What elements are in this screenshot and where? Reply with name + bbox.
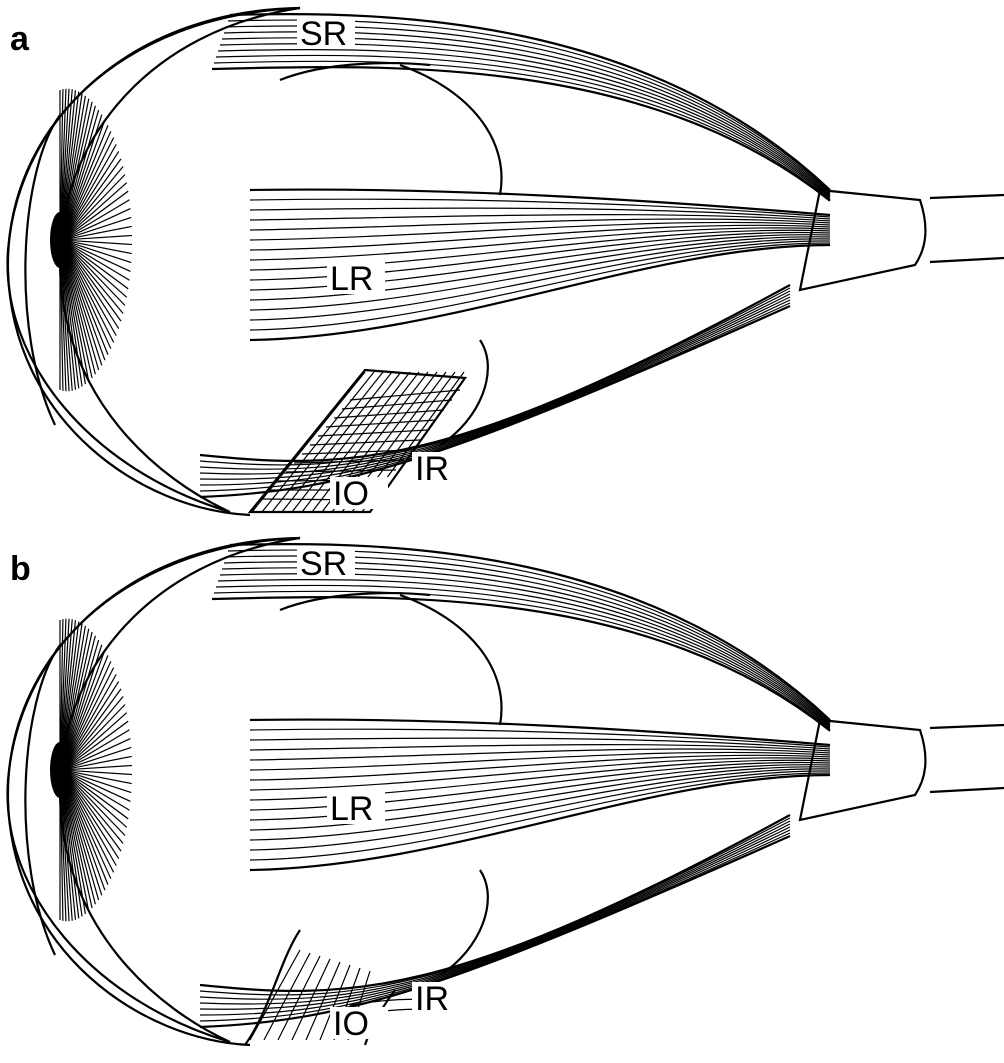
globe-posterior-arc bbox=[399, 593, 503, 726]
globe-lower-arc bbox=[439, 339, 489, 446]
optic-nerve bbox=[929, 723, 1004, 794]
superior-rectus-muscle bbox=[211, 542, 831, 732]
io-label: IO bbox=[333, 1005, 369, 1043]
pupil bbox=[50, 742, 70, 798]
eyeball-edge bbox=[6, 536, 301, 1047]
annulus-of-zinn bbox=[798, 718, 927, 822]
inferior-rectus-muscle bbox=[199, 814, 791, 1029]
panel-label: b bbox=[10, 550, 31, 588]
panel-label: a bbox=[10, 20, 30, 58]
sr-label: SR bbox=[300, 545, 347, 583]
lr-label: LR bbox=[330, 790, 373, 828]
lateral-rectus-muscle bbox=[249, 718, 831, 872]
panel-a: SR LR IO IR a bbox=[6, 6, 1004, 517]
globe-lower-arc bbox=[439, 869, 489, 976]
panel-b: SR LR IO IR b bbox=[6, 536, 1004, 1047]
annulus-of-zinn bbox=[798, 188, 927, 292]
io-label: IO bbox=[333, 475, 369, 513]
ir-label: IR bbox=[415, 450, 449, 488]
ir-label: IR bbox=[415, 980, 449, 1018]
cornea bbox=[24, 618, 133, 956]
optic-nerve bbox=[929, 193, 1004, 264]
eyeball-edge bbox=[6, 6, 301, 517]
inferior-oblique-muscle bbox=[244, 929, 396, 1046]
cornea bbox=[24, 88, 133, 426]
pupil bbox=[50, 212, 70, 268]
sr-label: SR bbox=[300, 15, 347, 53]
globe-posterior-arc bbox=[399, 63, 503, 196]
lr-label: LR bbox=[330, 260, 373, 298]
